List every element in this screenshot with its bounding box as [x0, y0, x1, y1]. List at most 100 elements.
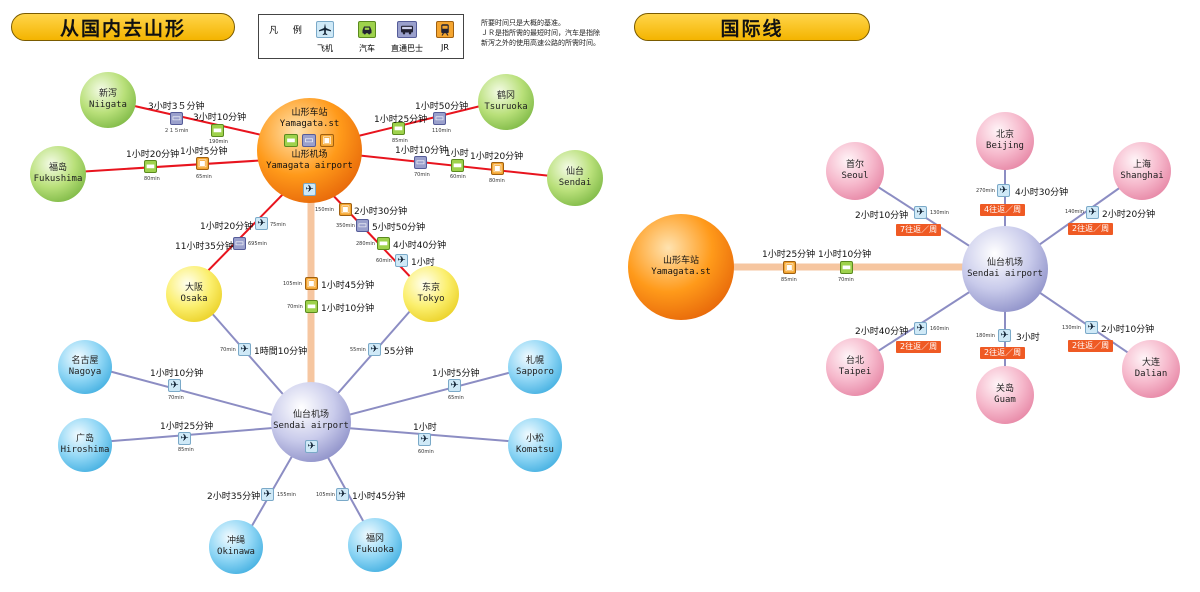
- route-minutes: 80min: [489, 178, 505, 184]
- train-icon: ▣: [339, 203, 352, 216]
- bus-icon: ▭: [233, 237, 246, 250]
- route-minutes: 60min: [376, 258, 392, 264]
- route-minutes: 80min: [144, 176, 160, 182]
- route-time: 2小时30分钟: [354, 207, 408, 217]
- car-icon: ▬: [284, 134, 298, 147]
- train-icon: ▣: [491, 162, 504, 175]
- plane-icon: ✈: [336, 488, 349, 501]
- legend-label: 飞机: [317, 44, 333, 53]
- route-time: 2小时20分钟: [1102, 210, 1156, 220]
- route-time: 1小时5分钟: [180, 147, 228, 157]
- route-minutes: 270min: [976, 188, 995, 194]
- route-time: 1小时20分钟: [470, 152, 524, 162]
- route-minutes: 85min: [178, 447, 194, 453]
- international-header: 国际线: [634, 13, 870, 41]
- route-minutes: 155min: [277, 492, 296, 498]
- route-time: 1小时10分钟: [818, 250, 872, 260]
- route-minutes: 350min: [336, 223, 355, 229]
- plane-icon: ✈: [448, 379, 461, 392]
- route-minutes: 85min: [392, 138, 408, 144]
- route-time: 1小时45分钟: [352, 492, 406, 502]
- route-time: 1小时10分钟: [395, 146, 449, 156]
- route-time: 1小时45分钟: [321, 281, 375, 291]
- route-time: 1小时: [445, 149, 469, 159]
- route-minutes: 160min: [930, 326, 949, 332]
- car-icon: ▬: [840, 261, 853, 274]
- plane-icon: ✈: [178, 432, 191, 445]
- route-minutes: 75min: [270, 222, 286, 228]
- car-icon: ▬: [211, 124, 224, 137]
- frequency-badge: 2往返／周: [896, 341, 942, 353]
- train-icon: ▣: [305, 277, 318, 290]
- route-minutes: 280min: [356, 241, 375, 247]
- plane-icon: ✈: [238, 343, 251, 356]
- plane-icon: ✈: [1085, 321, 1098, 334]
- plane-icon: ✈: [998, 329, 1011, 342]
- route-time: 1小时20分钟: [126, 150, 180, 160]
- legend-item-car: 汽车: [349, 21, 385, 54]
- domestic-header: 从国内去山形: [11, 13, 235, 41]
- route-minutes: 150min: [315, 207, 334, 213]
- frequency-badge: 7往返／周: [896, 224, 942, 236]
- frequency-badge: 2往返／周: [1068, 340, 1114, 352]
- route-minutes: 65min: [196, 174, 212, 180]
- legend-title: 凡 例: [269, 26, 308, 36]
- route-minutes: 130min: [930, 210, 949, 216]
- route-minutes: 180min: [976, 333, 995, 339]
- route-time: 1小时50分钟: [415, 102, 469, 112]
- route-time: 55分钟: [384, 347, 414, 357]
- frequency-badge: 4往返／周: [980, 204, 1026, 216]
- bus-icon: ▭: [433, 112, 446, 125]
- route-time: 2小时10分钟: [1101, 325, 1155, 335]
- route-minutes: ２１５min: [164, 128, 189, 134]
- plane-icon: ✈: [395, 254, 408, 267]
- plane-icon: ✈: [303, 183, 316, 196]
- plane-icon: ✈: [168, 379, 181, 392]
- route-minutes: 55min: [350, 347, 366, 353]
- route-time: 1小时25分钟: [160, 422, 214, 432]
- route-time: 1小时10分钟: [321, 304, 375, 314]
- route-minutes: 70min: [287, 304, 303, 310]
- route-time: 2小时35分钟: [207, 492, 261, 502]
- plane-icon: ✈: [305, 440, 318, 453]
- route-time: 4小时30分钟: [1015, 188, 1069, 198]
- car-icon: ▬: [305, 300, 318, 313]
- route-time: 3小时: [1016, 333, 1040, 343]
- route-minutes: 695min: [248, 241, 267, 247]
- frequency-badge: 2往返／周: [1068, 223, 1114, 235]
- car-icon: ▬: [392, 122, 405, 135]
- plane-icon: ✈: [997, 184, 1010, 197]
- route-time: 1小时5分钟: [432, 369, 480, 379]
- route-time: 1小时25分钟: [374, 115, 428, 125]
- route-time: 1小时20分钟: [200, 222, 254, 232]
- plane-icon: ✈: [261, 488, 274, 501]
- road-line-osaka: [195, 187, 290, 284]
- road-line-niigata: [107, 99, 276, 139]
- route-minutes: 105min: [316, 492, 335, 498]
- route-time: 1小时10分钟: [150, 369, 204, 379]
- route-time: 5小时50分钟: [372, 223, 426, 233]
- route-time: 1小时25分钟: [762, 250, 816, 260]
- route-time: 11小时35分钟: [175, 242, 234, 252]
- train-icon: ▣: [196, 157, 209, 170]
